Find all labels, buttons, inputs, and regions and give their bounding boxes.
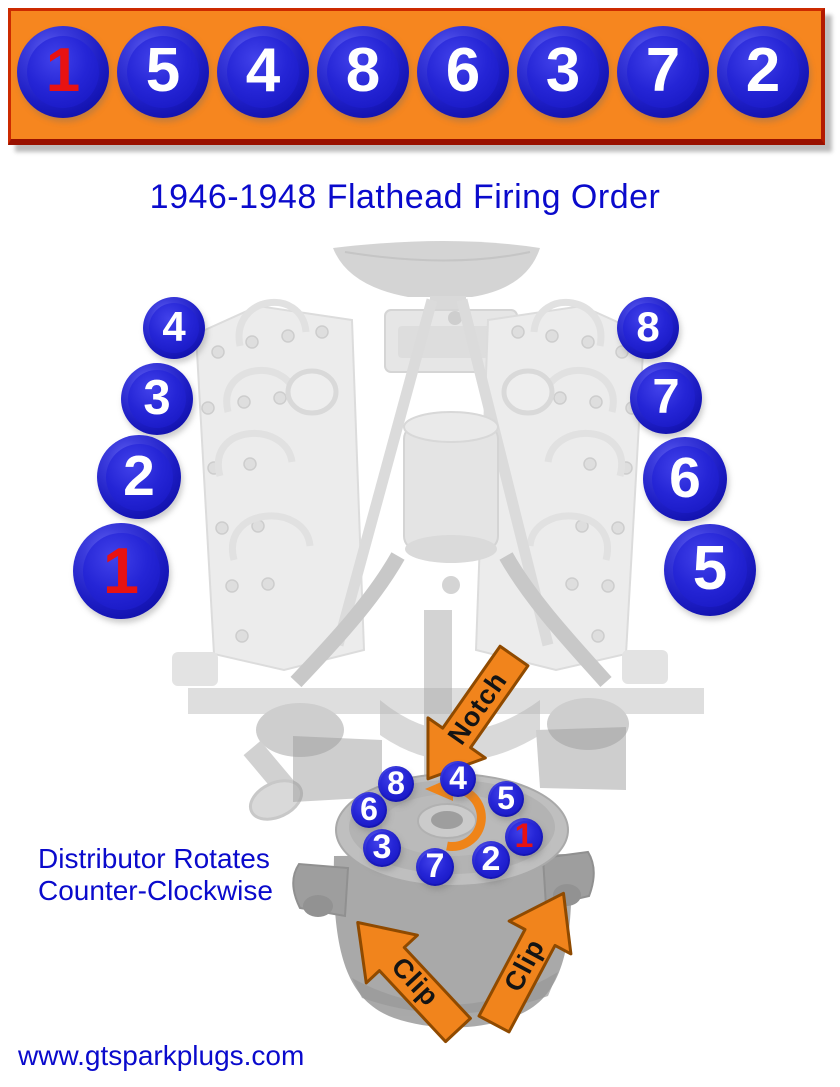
banner-balls-ball-1: 1 bbox=[17, 26, 109, 118]
clip-arrow-right bbox=[477, 891, 573, 1034]
distributor-terminals-ball-3: 3 bbox=[363, 829, 401, 867]
ball-core: 2 bbox=[474, 840, 508, 878]
distributor-cap bbox=[292, 773, 595, 1028]
ball-number: 7 bbox=[645, 36, 681, 105]
ball-number: 4 bbox=[162, 303, 186, 350]
rotation-note-line1: Distributor Rotates bbox=[38, 843, 270, 874]
ball-number: 6 bbox=[360, 791, 378, 827]
right-bank-ball-7: 7 bbox=[630, 362, 702, 434]
banner-balls-ball-2: 2 bbox=[717, 26, 809, 118]
ball-core: 6 bbox=[353, 791, 385, 827]
distributor-clip-left bbox=[292, 862, 350, 918]
ball-core: 5 bbox=[490, 780, 522, 816]
ball-core: 8 bbox=[623, 303, 673, 353]
left-bank-ball-3: 3 bbox=[121, 363, 193, 435]
banner-balls-ball-4: 4 bbox=[217, 26, 309, 118]
distributor-terminals-ball-7: 7 bbox=[416, 848, 454, 886]
left-bank-ball-4: 4 bbox=[143, 297, 205, 359]
ball-core: 7 bbox=[637, 369, 695, 427]
clip-arrow-left bbox=[356, 920, 472, 1044]
distributor-terminals-ball-6: 6 bbox=[351, 792, 387, 828]
ball-core: 1 bbox=[507, 817, 541, 855]
website-link[interactable]: www.gtsparkplugs.com bbox=[18, 1040, 305, 1071]
ball-core: 6 bbox=[427, 36, 499, 108]
banner-balls-ball-7: 7 bbox=[617, 26, 709, 118]
ball-number: 2 bbox=[123, 443, 155, 508]
right-bank-ball-8: 8 bbox=[617, 297, 679, 359]
banner-balls-ball-3: 3 bbox=[517, 26, 609, 118]
right-bank-ball-5: 5 bbox=[664, 524, 756, 616]
ball-number: 3 bbox=[372, 828, 392, 866]
ball-core: 5 bbox=[127, 36, 199, 108]
ball-number: 1 bbox=[514, 817, 534, 855]
banner-balls-ball-6: 6 bbox=[417, 26, 509, 118]
right-bank-ball-6: 6 bbox=[643, 437, 727, 521]
rotation-note-line2: Counter-Clockwise bbox=[38, 875, 273, 906]
clip-left-label: Clip bbox=[386, 951, 445, 1012]
ball-number: 8 bbox=[345, 36, 381, 105]
notch-label: Notch bbox=[442, 666, 513, 750]
ball-core: 4 bbox=[442, 760, 474, 796]
banner-balls-ball-5: 5 bbox=[117, 26, 209, 118]
distributor-clip-right bbox=[541, 850, 595, 908]
ball-core: 4 bbox=[149, 303, 199, 353]
ball-core: 1 bbox=[27, 36, 99, 108]
ball-number: 6 bbox=[445, 36, 481, 105]
rotation-note: Distributor Rotates Counter-Clockwise bbox=[38, 843, 273, 907]
ball-core: 2 bbox=[105, 443, 173, 511]
distributor-terminals-ball-5: 5 bbox=[488, 781, 524, 817]
ball-core: 3 bbox=[365, 828, 399, 866]
ball-core: 7 bbox=[627, 36, 699, 108]
ball-core: 3 bbox=[527, 36, 599, 108]
spark-plug-wires bbox=[214, 298, 626, 561]
ball-core: 8 bbox=[380, 765, 412, 801]
ball-number: 5 bbox=[497, 780, 515, 816]
distributor-terminals-ball-1: 1 bbox=[505, 818, 543, 856]
ball-number: 3 bbox=[545, 36, 581, 105]
ball-core: 5 bbox=[673, 533, 747, 607]
ball-number: 4 bbox=[245, 36, 281, 105]
ball-number: 6 bbox=[669, 445, 701, 510]
ball-number: 2 bbox=[745, 36, 781, 105]
ball-core: 1 bbox=[82, 532, 160, 610]
ball-core: 8 bbox=[327, 36, 399, 108]
ball-core: 3 bbox=[128, 370, 186, 428]
distributor-terminals-ball-8: 8 bbox=[378, 766, 414, 802]
banner-balls-ball-8: 8 bbox=[317, 26, 409, 118]
page-title: 1946-1948 Flathead Firing Order bbox=[149, 178, 661, 216]
ball-core: 6 bbox=[651, 445, 719, 513]
left-bank-ball-2: 2 bbox=[97, 435, 181, 519]
clip-right-label: Clip bbox=[498, 934, 550, 997]
distributor-terminals-ball-2: 2 bbox=[472, 841, 510, 879]
left-bank-ball-1: 1 bbox=[73, 523, 169, 619]
center-tower bbox=[417, 803, 477, 839]
head-bolts bbox=[201, 325, 639, 643]
distributor-terminals-ball-4: 4 bbox=[440, 761, 476, 797]
ball-number: 2 bbox=[481, 840, 501, 878]
ball-number: 1 bbox=[45, 36, 81, 105]
ball-core: 4 bbox=[227, 36, 299, 108]
ball-number: 1 bbox=[102, 533, 140, 607]
ball-number: 5 bbox=[145, 36, 181, 105]
ball-number: 3 bbox=[143, 370, 171, 425]
ball-number: 5 bbox=[692, 534, 728, 603]
ball-core: 7 bbox=[418, 847, 452, 885]
ball-number: 7 bbox=[652, 369, 680, 424]
ball-number: 4 bbox=[449, 760, 467, 796]
ball-number: 7 bbox=[425, 847, 445, 885]
ball-core: 2 bbox=[727, 36, 799, 108]
ball-number: 8 bbox=[387, 765, 405, 801]
ball-number: 8 bbox=[636, 303, 660, 350]
